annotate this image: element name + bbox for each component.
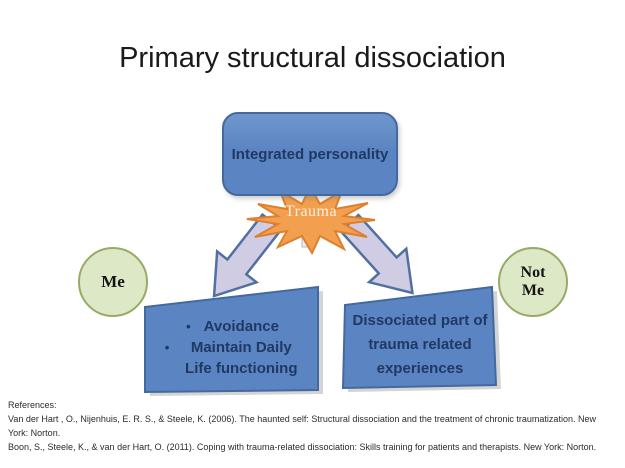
reference-line: Van der Hart , O., Nijenhuis, E. R. S., … xyxy=(8,414,596,424)
me-circle: Me xyxy=(78,247,148,317)
ghost-textbox xyxy=(301,230,316,248)
avoidance-shape-text: • Avoidance • Maintain Daily Life functi… xyxy=(150,316,315,379)
bullet-item-label: Avoidance xyxy=(203,318,279,335)
not-me-circle: Not Me xyxy=(498,247,568,317)
down-left-arrow-icon xyxy=(212,212,284,298)
trauma-label: Trauma xyxy=(284,203,338,220)
bullet-item: • Maintain Daily Life functioning xyxy=(150,337,315,379)
references-heading: References: xyxy=(8,400,57,410)
integrated-personality-box: Integrated personality xyxy=(222,112,398,196)
me-label: Me xyxy=(101,272,125,291)
references-block: References: Van der Hart , O., Nijenhuis… xyxy=(8,398,620,454)
slide-title: Primary structural dissociation xyxy=(119,42,506,74)
reference-line: York: Norton. xyxy=(8,428,61,438)
dissociated-shape-label: Dissociated part of trauma related exper… xyxy=(352,312,488,377)
not-me-label: Not Me xyxy=(520,263,546,299)
reference-line: Boon, S., Steele, K., & van der Hart, O.… xyxy=(8,442,597,452)
bullet-icon: • xyxy=(164,340,170,355)
bullet-icon: • xyxy=(186,319,191,334)
integrated-personality-label: Integrated personality xyxy=(231,145,389,163)
bullet-item: • Avoidance xyxy=(150,316,315,337)
bullet-item-label: Maintain Daily Life functioning xyxy=(185,339,298,377)
down-right-arrow-icon xyxy=(338,213,414,295)
